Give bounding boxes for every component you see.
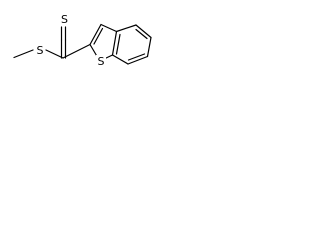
bond-c6-c7 xyxy=(127,55,149,65)
thione-bond-top xyxy=(60,26,67,41)
bond-c7-c7a xyxy=(111,54,129,65)
bond-c3a-c7a-inner xyxy=(115,33,121,55)
atom-thione-sulfur: S xyxy=(61,13,68,26)
atom-labels: S S S xyxy=(35,13,106,68)
bond-c6-c7-inner xyxy=(127,53,146,61)
bond-c4-c5-inner xyxy=(135,28,148,40)
bond-c2-c3 xyxy=(89,23,102,46)
bond-c3a-c7a xyxy=(111,30,118,56)
molecule-structure: S S S xyxy=(13,13,152,68)
bond-c5-c6 xyxy=(146,36,152,58)
bond-c2-c3-inner xyxy=(93,27,104,45)
bond-c3a-c4 xyxy=(115,24,137,33)
bond-methyl-s xyxy=(13,49,34,59)
bond-c4-c5 xyxy=(135,24,152,39)
bond-thiocarbonyl-c2 xyxy=(62,43,91,59)
bond-c3-c3a xyxy=(100,23,118,33)
atom-ring-sulfur: S xyxy=(98,55,105,68)
atom-thioether-sulfur: S xyxy=(37,44,44,57)
bonds xyxy=(13,23,152,65)
bond-s-thiocarbonyl xyxy=(45,49,64,59)
